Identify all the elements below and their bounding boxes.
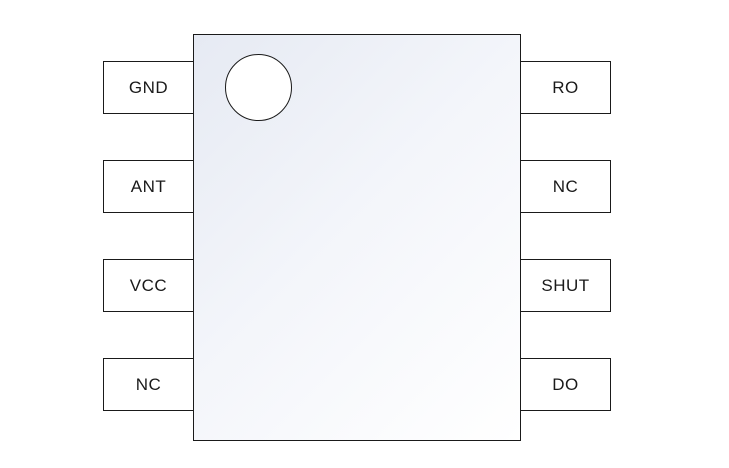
- pin-right-5: DO: [521, 358, 611, 411]
- pin1-indicator-dot: [225, 54, 292, 121]
- pin-label: ANT: [130, 176, 167, 196]
- pin-right-8: RO: [521, 61, 611, 114]
- pin-label: NC: [552, 176, 579, 196]
- pin-label: VCC: [129, 275, 168, 295]
- pin-label: SHUT: [541, 275, 590, 295]
- pin-left-3: VCC: [103, 259, 193, 312]
- pin-right-6: SHUT: [521, 259, 611, 312]
- pin-left-1: GND: [103, 61, 193, 114]
- pin-left-2: ANT: [103, 160, 193, 213]
- pin-label: GND: [128, 77, 169, 97]
- pin-left-4: NC: [103, 358, 193, 411]
- pin-label: NC: [135, 374, 162, 394]
- pin-right-7: NC: [521, 160, 611, 213]
- pin-label: RO: [552, 77, 579, 97]
- pin-label: DO: [552, 374, 579, 394]
